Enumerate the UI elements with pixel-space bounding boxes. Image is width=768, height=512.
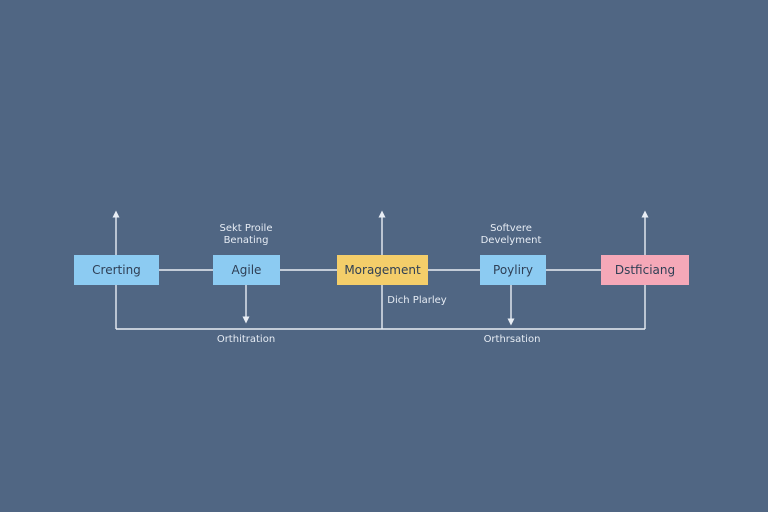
label-above-poyliry-line2: Develyment [480, 235, 542, 246]
node-moragement: Moragement [337, 255, 428, 285]
label-above-agile-line2: Benating [223, 235, 269, 246]
label-bottom-left: Orthitration [216, 334, 276, 345]
label-above-poyliry-line1: Softvere [490, 223, 532, 234]
node-poyliry: Poyliry [480, 255, 546, 285]
label-below-moragement: Dich Plarley [387, 295, 447, 306]
node-dstficiang: Dstficiang [601, 255, 689, 285]
label-bottom-right: Orthrsation [483, 334, 541, 345]
label-above-agile-line1: Sekt Proile [219, 223, 273, 234]
label-above-poyliry: Softvere Develyment [466, 223, 556, 247]
label-above-agile: Sekt Proile Benating [204, 223, 288, 247]
node-agile: Agile [213, 255, 280, 285]
node-crerting: Crerting [74, 255, 159, 285]
